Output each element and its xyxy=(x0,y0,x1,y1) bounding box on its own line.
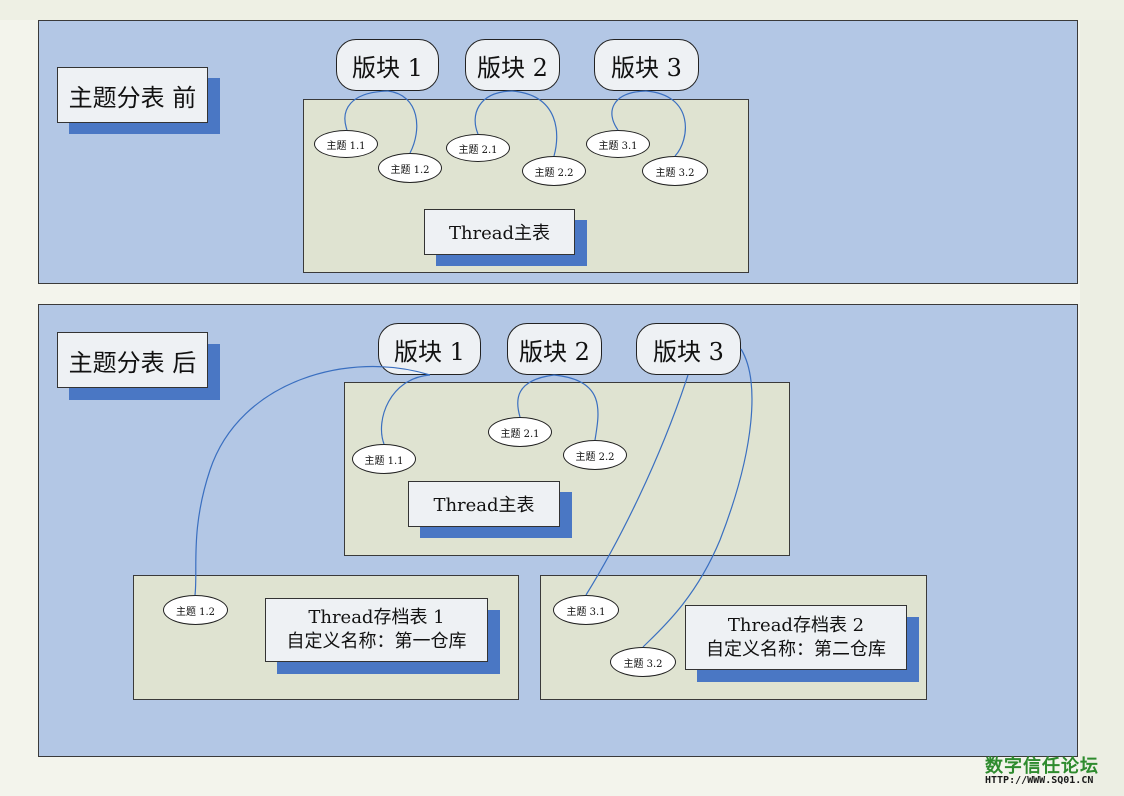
bottom-section-title: 主题分表 后 xyxy=(57,332,208,388)
top-main-table: Thread主表 xyxy=(424,209,575,255)
topic-ellipse: 主题 1.2 xyxy=(163,595,228,625)
watermark-url: HTTP://WWW.SQ01.CN xyxy=(985,775,1094,786)
topic-ellipse: 主题 2.2 xyxy=(563,440,627,470)
background-strip xyxy=(0,0,1124,20)
archive-table-1-title: Thread存档表 1 xyxy=(308,607,445,628)
top-section-title: 主题分表 前 xyxy=(57,67,208,123)
top-board-3: 版块 3 xyxy=(594,39,699,91)
archive-table-2: Thread存档表 2 自定义名称：第二仓库 xyxy=(685,605,907,670)
topic-ellipse: 主题 1.1 xyxy=(314,130,378,158)
topic-ellipse: 主题 3.2 xyxy=(642,156,708,186)
archive-table-1-name: 自定义名称：第一仓库 xyxy=(286,631,467,652)
bottom-board-1: 版块 1 xyxy=(378,323,481,375)
topic-ellipse: 主题 2.1 xyxy=(446,134,510,162)
archive-table-1: Thread存档表 1 自定义名称：第一仓库 xyxy=(265,598,488,662)
topic-ellipse: 主题 3.1 xyxy=(586,130,650,158)
archive-table-2-title: Thread存档表 2 xyxy=(727,614,865,636)
bottom-main-table: Thread主表 xyxy=(408,481,560,527)
topic-ellipse: 主题 1.1 xyxy=(352,444,416,474)
topic-ellipse: 主题 3.2 xyxy=(610,647,676,677)
topic-ellipse: 主题 2.2 xyxy=(522,156,586,186)
bottom-board-2: 版块 2 xyxy=(507,323,602,375)
topic-ellipse: 主题 1.2 xyxy=(378,153,442,183)
bottom-board-3: 版块 3 xyxy=(636,323,741,375)
topic-ellipse: 主题 3.1 xyxy=(553,595,619,625)
topic-ellipse: 主题 2.1 xyxy=(488,417,552,447)
watermark-logo-text: 数字信任论坛 xyxy=(985,756,1099,777)
top-board-1: 版块 1 xyxy=(336,39,439,91)
archive-table-2-name: 自定义名称：第二仓库 xyxy=(706,638,886,660)
background-strip xyxy=(1080,20,1124,796)
top-board-2: 版块 2 xyxy=(465,39,560,91)
